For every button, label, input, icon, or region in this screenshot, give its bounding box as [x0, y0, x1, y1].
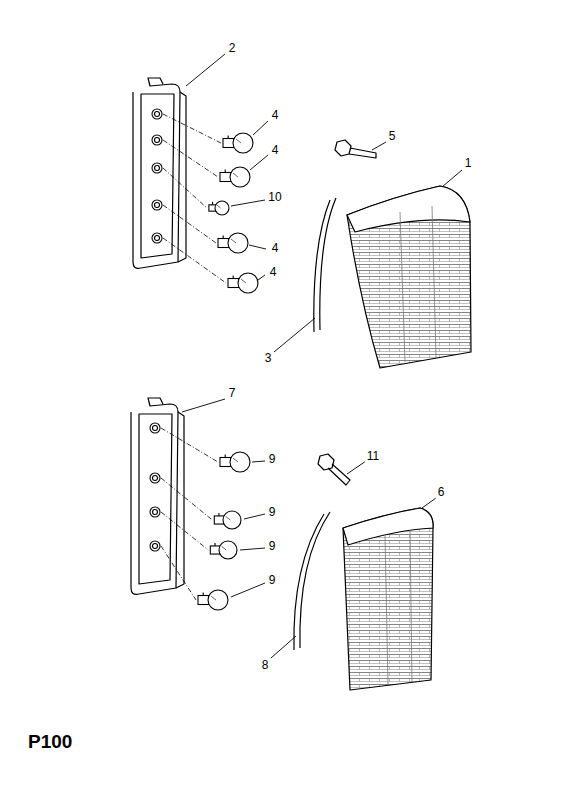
callout-number: 10 [266, 190, 283, 204]
assembly-line [161, 428, 218, 462]
callout-number: 3 [263, 351, 274, 365]
bulb-socket [155, 166, 160, 171]
assembly-line [161, 478, 212, 520]
assembly-line [163, 238, 226, 283]
bulb-socket [152, 109, 162, 119]
callout-number: 4 [270, 143, 281, 157]
diagram-code: P100 [26, 731, 74, 752]
assembly-line [163, 205, 216, 243]
bulb [214, 511, 241, 529]
bulb-socket [152, 200, 162, 210]
callout-number: 4 [270, 241, 281, 255]
callout-number: 2 [227, 41, 238, 55]
bulb [220, 167, 250, 187]
bulb [223, 133, 253, 153]
bulb-socket [150, 541, 160, 551]
lens-gasket [294, 512, 330, 650]
bulb [210, 541, 237, 559]
bulb-socket [150, 507, 160, 517]
assembly-line [163, 114, 221, 143]
screw [318, 454, 350, 485]
callout-number: 11 [365, 449, 381, 463]
bulb-socket [150, 473, 160, 483]
callout-number: 6 [436, 485, 447, 499]
assembly-line [161, 512, 208, 550]
assembly-line [161, 546, 196, 600]
bulb-holder [131, 398, 184, 594]
bulb [198, 590, 228, 610]
callout-number: 4 [270, 108, 281, 122]
bulb-socket [152, 163, 162, 173]
lens-gasket [314, 198, 336, 332]
bulb [220, 452, 250, 472]
callout-number: 8 [260, 658, 271, 672]
callout-number: 7 [227, 386, 238, 400]
bulb-socket [150, 423, 160, 433]
bulb-socket [153, 544, 158, 549]
bulb-socket [155, 236, 160, 241]
bulb [209, 201, 229, 215]
bulb-socket [153, 476, 158, 481]
tail-lamp-lens [347, 186, 471, 368]
bulb-socket [155, 138, 160, 143]
callout-number: 1 [463, 156, 474, 170]
screw [335, 140, 376, 158]
bulb [228, 273, 258, 293]
bulb-socket [153, 426, 158, 431]
bulb-socket [155, 112, 160, 117]
tail-lamp-lens [343, 508, 433, 690]
bulb-socket [155, 203, 160, 208]
bulb-socket [152, 233, 162, 243]
bulb-socket [152, 135, 162, 145]
callout-number: 9 [267, 539, 278, 553]
leader-lines [182, 54, 462, 658]
callout-number: 5 [387, 129, 398, 143]
callout-number: 9 [267, 452, 278, 466]
assembly-line [163, 140, 218, 177]
bulb [218, 233, 248, 253]
bulb-socket [153, 510, 158, 515]
callout-number: 4 [268, 265, 279, 279]
bulb-holder [133, 78, 186, 268]
callout-number: 9 [267, 505, 278, 519]
callout-number: 9 [267, 573, 278, 587]
assembly-line [163, 168, 207, 208]
